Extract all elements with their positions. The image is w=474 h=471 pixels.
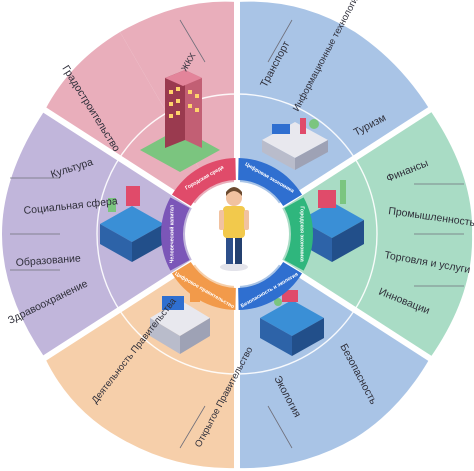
- ring-business: [284, 197, 313, 271]
- label-ticks: [10, 19, 464, 449]
- illustration-transport: [262, 118, 328, 170]
- ring-gov: [171, 261, 236, 310]
- guide-circle: [96, 93, 378, 375]
- ring-digital: [238, 158, 303, 207]
- illustration-urban: [140, 70, 220, 172]
- ring-human-label: Человеческий капитал: [168, 205, 175, 263]
- ring-human: [161, 197, 190, 271]
- label-obrazovanie: Образование: [15, 252, 81, 269]
- ring-urban: [171, 158, 236, 207]
- person-illustration: [219, 187, 249, 271]
- illustration-government: [150, 292, 210, 354]
- illustration-safety: [260, 290, 324, 356]
- illustration-social: [100, 186, 164, 262]
- ring-business-label: Городская экономика: [299, 206, 305, 262]
- ring-safety: [238, 261, 303, 310]
